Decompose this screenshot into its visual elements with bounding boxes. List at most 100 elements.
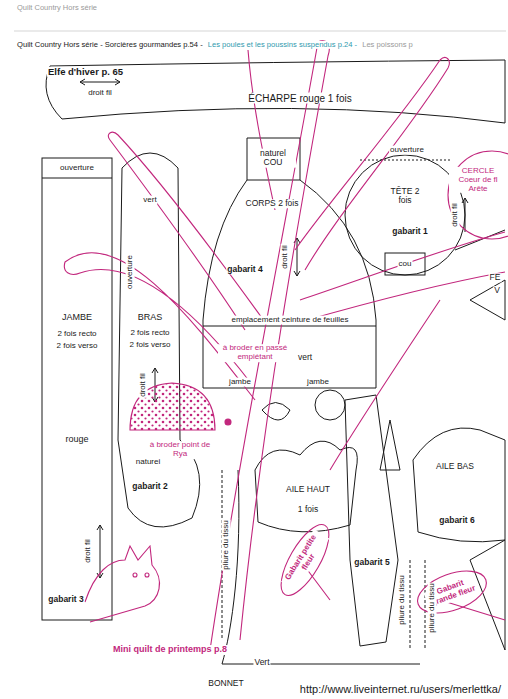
piece-label: droit fil (139, 372, 148, 398)
pattern-line (330, 300, 440, 470)
pattern-line (470, 540, 505, 650)
piece-label: gabarit 2 (131, 482, 168, 491)
note-label: à broder en passé empiétant (218, 344, 292, 362)
piece-label: ouverture (126, 254, 135, 290)
pattern-line (455, 230, 505, 320)
note-label: pliure du tissu (428, 582, 437, 633)
pattern-line (145, 573, 149, 577)
pattern-line (203, 138, 376, 388)
piece-label: gabarit 3 (47, 595, 84, 604)
note-label: Mini quilt de printemps p.8 (112, 645, 228, 655)
pattern-line (345, 155, 465, 275)
note-label: Quilt Country Hors série - Sorcières gou… (16, 41, 204, 49)
pattern-line (295, 58, 449, 270)
piece-label: 2 fois verso (56, 342, 99, 351)
note-label: Quilt Country Hors série (16, 4, 98, 12)
pattern-line (380, 420, 400, 470)
piece-label: emplacement ceinture de feuilles (231, 316, 350, 325)
pattern-line (80, 79, 120, 85)
piece-label: droit fil (451, 202, 460, 228)
pattern-line (297, 238, 298, 276)
pattern-line (210, 41, 329, 650)
pattern-line (413, 428, 505, 542)
note-label: pliure du tissu (222, 519, 231, 570)
piece-label: gabarit 4 (226, 265, 263, 274)
pattern-line (248, 50, 275, 210)
pattern-line (46, 60, 505, 123)
piece-label: jambe (306, 378, 330, 387)
leg-piece: ouvertureJAMBE 2 fois recto 2 fois verso ro… (40, 155, 115, 623)
note-label: FE (489, 273, 502, 282)
piece-label: AILE HAUT (285, 485, 331, 494)
piece-label: ouverture (59, 164, 95, 173)
pattern-line (300, 232, 505, 300)
piece-label: gabarit 1 (391, 227, 428, 236)
note-label: BONNET (207, 679, 244, 688)
piece-label: CERCLE Coeur de fl Arête (449, 167, 507, 193)
piece-label: rouge (64, 435, 89, 445)
piece-label: naturel (135, 458, 161, 467)
pattern-line (118, 153, 200, 527)
pattern-line (225, 419, 231, 425)
note-label: à broder point de Rya (148, 441, 212, 459)
piece-label: CORPS 2 fois (245, 199, 300, 208)
pattern-line (42, 178, 112, 179)
piece-label: droit fil (84, 538, 93, 564)
pattern-line (80, 82, 120, 83)
piece-label: vert (297, 353, 313, 362)
pattern-line (64, 253, 255, 400)
pattern-line (315, 390, 345, 420)
pattern-line (425, 560, 426, 650)
pattern-line (462, 198, 468, 203)
pattern-line (14, 31, 506, 32)
piece-label: BRAS (137, 313, 164, 323)
pattern-line (448, 151, 508, 239)
circle-piece: CERCLE Coeur de fl Arête (446, 150, 506, 236)
piece-label: naturel COU (250, 149, 296, 168)
pattern-line (300, 272, 505, 322)
wing-piece: AILE BAS gabarit 6 (413, 455, 506, 537)
piece-label: AILE BAS (435, 462, 475, 471)
piece-label: jambe (228, 378, 252, 387)
piece-label: 2 fois recto (129, 329, 170, 338)
pattern-line (247, 180, 300, 181)
piece-label: droit fil (281, 244, 290, 270)
pattern-line (262, 403, 290, 421)
note-label: V (493, 286, 501, 295)
arm-piece: vert ouvertureBRAS 2 fois recto 2 fois vers… (116, 145, 208, 537)
note-label: http://www.liveinternet.ru/users/merlett… (299, 683, 502, 695)
pattern-line (203, 326, 376, 327)
note-label: Les poules et les poussins suspendus p.2… (207, 41, 358, 49)
pattern-title: Elfe d'hiver p. 65 (47, 67, 124, 77)
pattern-line (465, 198, 466, 232)
pattern-line (85, 546, 159, 622)
piece-label: Gabarit petite fleur (281, 529, 329, 591)
piece-label: 2 fois recto (56, 330, 97, 339)
pattern-line (64, 41, 508, 650)
flower-template: Gabarit petite fleur (278, 522, 334, 600)
note-label: Vert (253, 658, 270, 667)
note-label: Les poissons p (361, 41, 414, 49)
piece-label: cou (398, 260, 413, 269)
piece-label: droit fil (87, 89, 113, 98)
pattern-line (222, 470, 420, 664)
piece-label: TÊTE 2 fois (384, 187, 426, 206)
pattern-line (360, 160, 450, 161)
pattern-line (272, 518, 338, 602)
piece-label: vert (142, 196, 157, 205)
head-piece: ouvertureTÊTE 2 fois gabarit 1 droit fil co… (345, 133, 467, 285)
piece-label: 2 fois verso (129, 341, 172, 350)
piece-label: gabarit 6 (438, 516, 475, 525)
pattern-line (255, 441, 357, 532)
pattern-line (42, 60, 505, 664)
note-label: pliure du tissu (398, 574, 407, 625)
piece-label: ouverture (389, 146, 425, 155)
wing-piece: AILE HAUT 1 fois (255, 462, 357, 526)
pattern-line (133, 573, 137, 577)
pattern-line (385, 253, 425, 275)
pattern-line (100, 525, 101, 578)
piece-label: 1 fois (297, 505, 319, 514)
note-label: gabarit 5 (353, 558, 390, 567)
piece-label: ÉCHARPE rouge 1 fois (247, 93, 352, 104)
piece-label: JAMBE (61, 313, 93, 323)
